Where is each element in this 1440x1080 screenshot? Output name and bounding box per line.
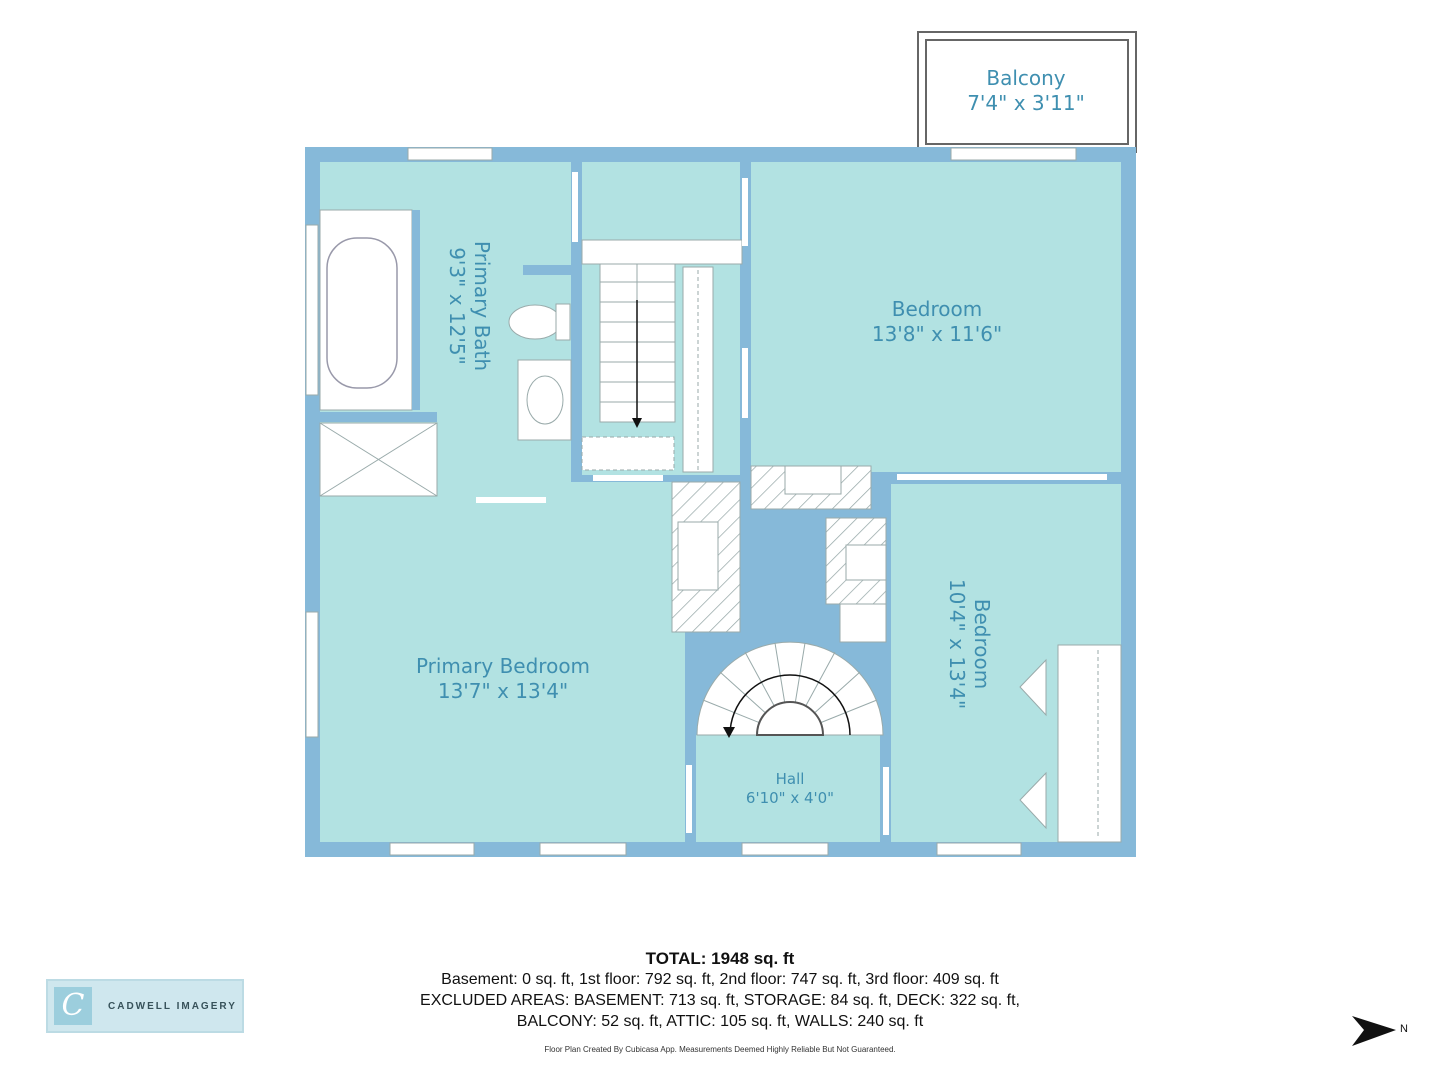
toilet	[508, 304, 562, 340]
excluded-areas: EXCLUDED AREAS: BASEMENT: 713 sq. ft, ST…	[420, 992, 1020, 1009]
hall-label: Hall 6'10" x 4'0"	[730, 770, 850, 808]
area-summary: TOTAL: 1948 sq. ft Basement: 0 sq. ft, 1…	[360, 948, 1080, 1032]
logo-text: CADWELL IMAGERY	[108, 1001, 237, 1012]
primary-bedroom-label: Primary Bedroom 13'7" x 13'4"	[403, 654, 603, 704]
room-name: Primary Bath	[470, 240, 494, 372]
room-dimensions: 13'8" x 11'6"	[871, 322, 1003, 346]
floor-areas: Basement: 0 sq. ft, 1st floor: 792 sq. f…	[441, 971, 999, 988]
total-area: TOTAL: 1948 sq. ft	[645, 949, 795, 968]
room-dimensions: 9'3" x 12'5"	[445, 247, 469, 365]
room-name: Primary Bedroom	[415, 654, 591, 678]
compass: N	[1350, 1012, 1420, 1052]
cadwell-imagery-logo: C CADWELL IMAGERY	[46, 979, 244, 1033]
spiral-down-arrow-icon	[723, 727, 735, 738]
room-name: Bedroom	[891, 297, 983, 321]
bedroom-top-label: Bedroom 13'8" x 11'6"	[837, 297, 1037, 347]
excluded-areas-continued: BALCONY: 52 sq. ft, ATTIC: 105 sq. ft, W…	[516, 1013, 924, 1030]
bedroom-top-room	[751, 162, 1121, 472]
spiral-stair	[696, 641, 884, 736]
logo-mark: C	[54, 987, 92, 1025]
stair-down-arrow-icon	[632, 418, 642, 428]
closet-right	[1057, 644, 1122, 843]
window	[407, 147, 493, 161]
room-dimensions: 13'7" x 13'4"	[437, 679, 569, 703]
room-name: Hall	[775, 770, 805, 788]
hall-room	[696, 735, 880, 842]
balcony-outline	[917, 31, 1137, 153]
room-name: Balcony	[986, 66, 1066, 90]
disclaimer: Floor Plan Created By Cubicasa App. Meas…	[544, 1045, 896, 1054]
room-dimensions: 7'4" x 3'11"	[967, 91, 1085, 115]
primary-bath-label: Primary Bath 9'3" x 12'5"	[438, 216, 494, 396]
room-dimensions: 6'10" x 4'0"	[745, 788, 835, 807]
room-dimensions: 10'4" x 13'4"	[945, 578, 969, 710]
balcony-label: Balcony 7'4" x 3'11"	[940, 66, 1112, 116]
bedroom-right-label: Bedroom 10'4" x 13'4"	[938, 564, 994, 724]
room-name: Bedroom	[970, 598, 994, 690]
north-label: N	[1400, 1023, 1408, 1035]
north-arrow-icon	[1352, 1016, 1396, 1046]
